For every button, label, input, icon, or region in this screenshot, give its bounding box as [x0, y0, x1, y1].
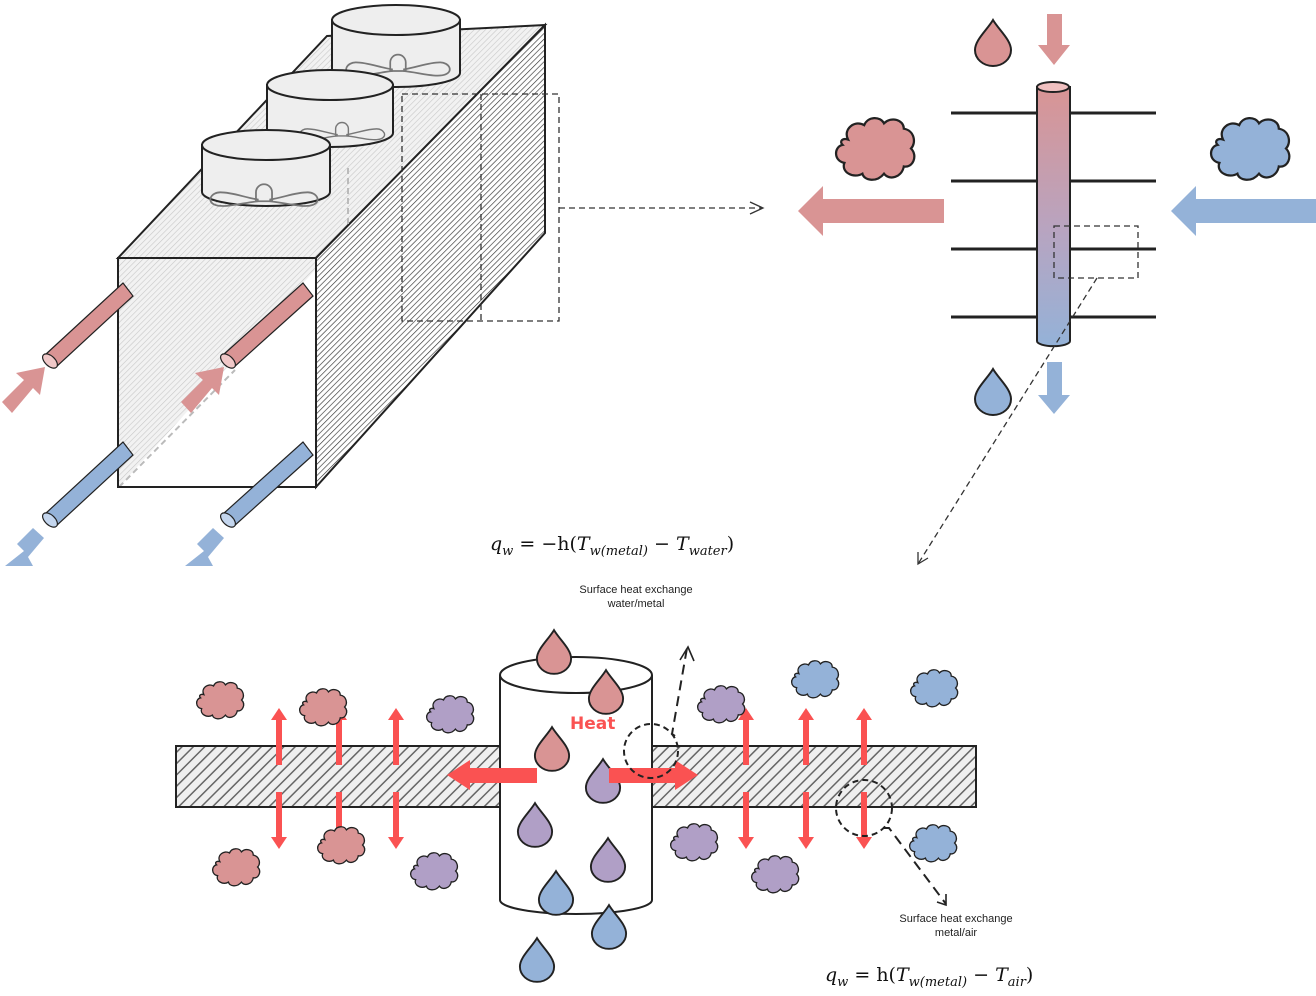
metal-air-interface-marker — [835, 779, 893, 837]
cold-outlet-pipe — [41, 441, 134, 528]
dry-cooler-unit — [2, 4, 765, 566]
eq-symbol: T — [576, 533, 590, 555]
water-metal-equation: qw = −h(Tw(metal) − Twater) — [490, 533, 734, 559]
heat-arrow-right — [609, 760, 698, 790]
eq-subscript: water — [688, 543, 727, 559]
water-tube-section — [499, 675, 653, 915]
hot-droplet-icon — [535, 629, 573, 675]
eq-operator: ) — [726, 533, 735, 555]
eq-operator: ) — [1025, 964, 1034, 986]
water-metal-caption: Surface heat exchange water/metal — [560, 583, 712, 611]
hot-air-cloud-icon — [316, 826, 366, 865]
hot-air-cloud-icon — [211, 848, 261, 887]
water-metal-caption-title: Surface heat exchange — [579, 584, 693, 596]
eq-symbol: q — [825, 964, 838, 986]
eq-operator: − — [648, 533, 677, 555]
hot-inflow-arrow — [2, 367, 45, 413]
eq-symbol: T — [895, 964, 909, 986]
water-metal-caption-sub: water/metal — [607, 598, 665, 610]
mixed-air-cloud-icon — [696, 685, 746, 724]
metal-air-caption: Surface heat exchange metal/air — [880, 912, 1032, 940]
cold-water-out-arrow — [1038, 362, 1070, 414]
hot-inflow-arrow — [181, 367, 224, 413]
eq-subscript: air — [1007, 974, 1026, 990]
cold-air-cloud-icon — [908, 824, 958, 863]
metal-air-caption-sub: metal/air — [934, 927, 978, 939]
cold-droplet-icon — [518, 937, 556, 983]
eq-operator: = h( — [854, 964, 896, 986]
mixed-air-cloud-icon — [750, 855, 800, 894]
cold-outflow-arrow — [5, 528, 44, 566]
cold-outlet-pipe — [219, 441, 314, 528]
mixed-air-cloud-icon — [409, 852, 459, 891]
water-metal-interface-marker — [623, 723, 679, 779]
metal-air-equation: qw = h(Tw(metal) − Tair) — [825, 964, 1033, 990]
cold-droplet-icon — [974, 368, 1012, 416]
eq-symbol: T — [676, 533, 689, 555]
eq-operator: = −h( — [519, 533, 577, 555]
heat-arrows-vertical — [271, 708, 872, 849]
hot-air-cloud-icon — [834, 116, 916, 181]
hot-inlet-pipe — [219, 282, 314, 369]
hot-air-out-arrow — [798, 186, 944, 236]
fin-tube-detail — [798, 14, 1316, 566]
eq-subscript: w(metal) — [589, 543, 649, 559]
eq-subscript: w(metal) — [908, 974, 968, 990]
metal-air-caption-title: Surface heat exchange — [899, 913, 1013, 925]
eq-symbol: q — [490, 533, 503, 555]
hot-inlet-pipe — [41, 282, 134, 369]
mixed-air-cloud-icon — [425, 695, 475, 734]
eq-symbol: T — [995, 964, 1008, 986]
hot-air-cloud-icon — [195, 681, 245, 720]
heat-transfer-detail — [175, 629, 977, 983]
metal-fin-right — [649, 745, 977, 808]
heat-arrow-left — [447, 760, 537, 790]
cold-air-cloud-icon — [909, 669, 959, 708]
cold-air-cloud-icon — [1209, 116, 1291, 181]
heat-label: Heat — [570, 714, 616, 734]
hot-air-cloud-icon — [298, 688, 348, 727]
cold-outflow-arrow — [185, 528, 224, 566]
hot-droplet-icon — [974, 19, 1012, 67]
eq-subscript: w — [502, 543, 514, 559]
water-tube — [1036, 86, 1071, 348]
fan-icon — [201, 129, 331, 208]
eq-subscript: w — [837, 974, 849, 990]
cold-air-in-arrow — [1171, 186, 1316, 236]
hot-water-in-arrow — [1038, 14, 1070, 65]
mixed-air-cloud-icon — [669, 823, 719, 862]
cold-air-cloud-icon — [790, 660, 840, 699]
eq-operator: − — [967, 964, 996, 986]
